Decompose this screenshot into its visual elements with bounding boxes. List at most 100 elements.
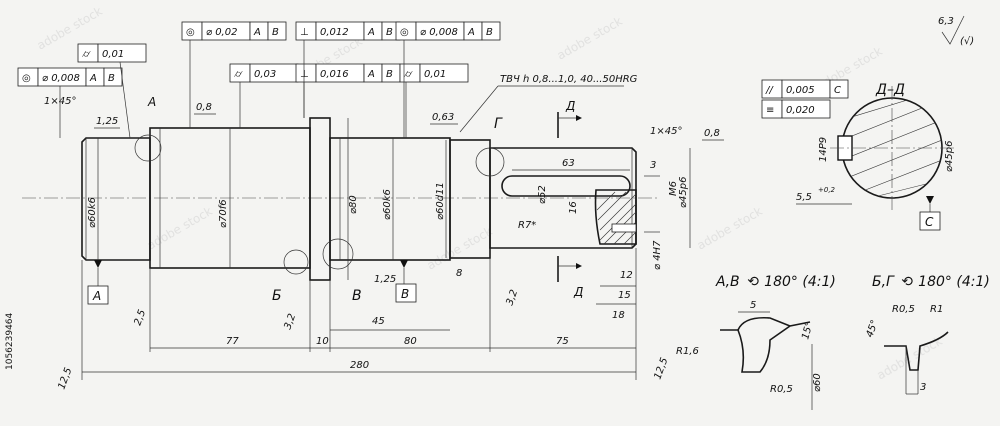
frame-cell bbox=[97, 43, 147, 63]
frame-ref1: А bbox=[367, 69, 375, 80]
shaft-body bbox=[81, 117, 637, 281]
section-title: Д–Д bbox=[875, 82, 905, 98]
detail-av-r0-5: R0,5 bbox=[770, 384, 793, 395]
rough-1-25-b: 1,25 bbox=[374, 274, 396, 285]
d60k6-b: ⌀60k6 bbox=[382, 189, 393, 220]
frame-value: ⌀ 0,008 bbox=[420, 27, 458, 38]
image-id: 1056239464 bbox=[5, 312, 15, 370]
section-c-box bbox=[919, 211, 941, 231]
detail-av-rot: ⟲ 180° (4:1) bbox=[747, 274, 836, 290]
svg-text:adobe stock: adobe stock bbox=[425, 224, 495, 273]
d70f6: ⌀70f6 bbox=[218, 199, 229, 228]
frame-cell bbox=[481, 21, 501, 41]
d16: 16 bbox=[568, 201, 579, 214]
roughness-note: (√) bbox=[960, 36, 974, 47]
datum-a-box bbox=[87, 285, 109, 305]
detail-av-w5: 5 bbox=[750, 300, 756, 311]
detail-bg-45: 45° bbox=[864, 319, 880, 339]
detail-bg-title: Б,Г bbox=[872, 274, 895, 290]
rough-0-63: 0,63 bbox=[432, 112, 454, 123]
frame-ref1: А bbox=[89, 73, 97, 84]
section-depth-tol: +0,2 bbox=[818, 186, 836, 194]
frame-ref2: В bbox=[272, 27, 279, 38]
frame-cell bbox=[267, 21, 287, 41]
roughness-value: 6,3 bbox=[938, 16, 954, 27]
datum-a-label: А bbox=[92, 289, 101, 303]
chamfer-right: 1×45° bbox=[650, 126, 682, 137]
datum-a-top: А bbox=[147, 95, 156, 109]
frame-symbol: ⊥ bbox=[300, 27, 309, 38]
detail-b: Б bbox=[272, 288, 282, 304]
frame-symbol: ≡ bbox=[766, 105, 774, 116]
section-d-top: Д bbox=[565, 99, 575, 113]
len-8: 8 bbox=[456, 268, 462, 279]
frame-value: 0,01 bbox=[424, 69, 446, 80]
section-width: 14P9 bbox=[818, 137, 829, 162]
section-c-label: С bbox=[925, 215, 934, 229]
detail-bg-w3: 3 bbox=[920, 382, 926, 393]
frame-ref1: С bbox=[834, 85, 841, 96]
frame-value: 0,01 bbox=[102, 49, 124, 60]
detail-av-15: 15° bbox=[800, 321, 815, 341]
rough-0-8-a: 0,8 bbox=[196, 102, 212, 113]
r7: R7* bbox=[518, 220, 536, 231]
frame-symbol: ◎ bbox=[400, 27, 409, 38]
datum-b-mark: В bbox=[352, 288, 362, 304]
frame-ref1: А bbox=[253, 27, 261, 38]
frame-value: 0,016 bbox=[320, 69, 349, 80]
d4h7: ⌀ 4H7 bbox=[652, 240, 663, 270]
frame-ref2: В bbox=[486, 27, 493, 38]
tolerance-frame-f10: ≡ 0,020 bbox=[761, 99, 831, 119]
section-depth: 5,5 bbox=[796, 192, 812, 203]
rough-12-5-a: 12,5 bbox=[56, 366, 74, 391]
rough-2-5: 2,5 bbox=[132, 308, 148, 327]
datum-markers: А В В Б bbox=[87, 260, 417, 305]
detail-av-r1-6: R1,6 bbox=[676, 346, 699, 357]
bottom-dimensions: 77 10 45 80 75 280 8 12 15 18 1,25 2,5 3… bbox=[56, 248, 670, 391]
detail-av-title: А,В bbox=[715, 274, 740, 290]
frame-value: 0,005 bbox=[786, 85, 815, 96]
tolerance-frame-f4: ⌭ 0,03 bbox=[229, 63, 299, 83]
detail-bg: Б,Г ⟲ 180° (4:1) 3 R0,5 R1 45° bbox=[864, 274, 990, 395]
frame-symbol: ⌭ bbox=[234, 69, 243, 80]
tolerance-frame-f8: ⌭0,01 bbox=[399, 63, 469, 83]
frame-symbol: ⌭ bbox=[82, 49, 91, 60]
section-diameter: ⌀45p6 bbox=[944, 141, 955, 172]
svg-text:adobe stock: adobe stock bbox=[145, 204, 215, 253]
len-63: 63 bbox=[562, 158, 575, 169]
d60k6-a: ⌀60k6 bbox=[87, 197, 98, 228]
frame-ref1: А bbox=[367, 27, 375, 38]
roughness-mark: 6,3 (√) bbox=[938, 15, 974, 47]
frame-value: 0,03 bbox=[254, 69, 276, 80]
frame-value: ⌀ 0,02 bbox=[206, 27, 237, 38]
len-75: 75 bbox=[556, 336, 569, 347]
svg-text:adobe stock: adobe stock bbox=[555, 14, 625, 63]
frame-ref2: В bbox=[108, 73, 115, 84]
rough-12-5-b: 12,5 bbox=[652, 356, 670, 381]
detail-bg-rot: ⟲ 180° (4:1) bbox=[901, 274, 990, 290]
frame-ref2: В bbox=[386, 69, 393, 80]
frame-value: 0,020 bbox=[786, 105, 815, 116]
len-280: 280 bbox=[350, 360, 369, 371]
leader-line bbox=[119, 61, 131, 139]
detail-bg-r1: R1 bbox=[930, 304, 943, 315]
frame-value: ⌀ 0,008 bbox=[42, 73, 80, 84]
frame-value: 0,012 bbox=[320, 27, 349, 38]
detail-g: Г bbox=[494, 116, 503, 132]
datum-b-label: В bbox=[401, 287, 409, 301]
rough-3-2-a: 3,2 bbox=[282, 312, 298, 331]
section-d-bot: Д bbox=[573, 285, 583, 299]
frame-ref1: А bbox=[467, 27, 475, 38]
m6: M6 bbox=[668, 181, 679, 196]
detail-av: А,В ⟲ 180° (4:1) 5 R1,6 R0,5 ⌀60 15° bbox=[676, 274, 836, 410]
frame-cell bbox=[419, 63, 469, 83]
